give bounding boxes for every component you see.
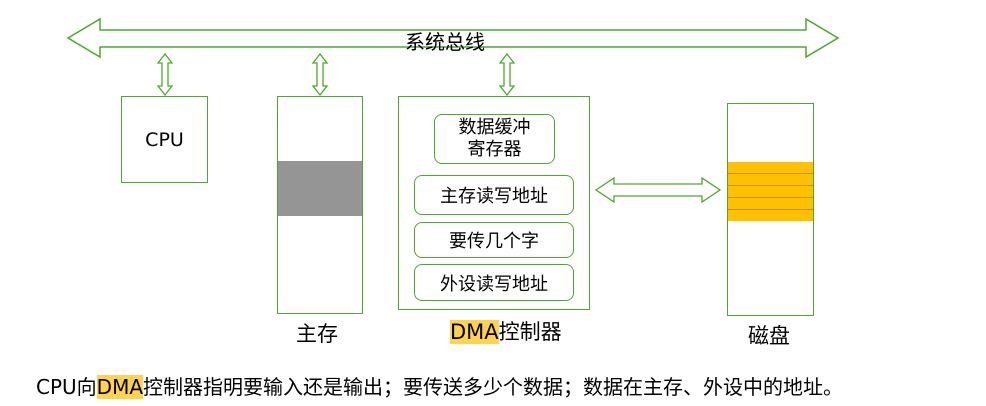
data-buffer-register-line2: 寄存器	[467, 139, 522, 160]
memory-address-register-label: 主存读写地址	[440, 186, 548, 207]
disk-block	[728, 162, 813, 221]
device-address-register: 外设读写地址	[414, 264, 574, 301]
memory-bus-connector	[311, 52, 329, 97]
dma-bus-connector	[498, 52, 516, 97]
caption-dma-highlight: DMA	[96, 375, 144, 399]
system-bus-label: 系统总线	[405, 30, 485, 54]
disk-label: 磁盘	[748, 324, 790, 348]
dma-controller-suffix: 控制器	[498, 320, 562, 344]
cpu-box: CPU	[121, 96, 208, 183]
dma-controller-label: DMA控制器	[450, 316, 562, 346]
dma-disk-connector	[594, 176, 722, 204]
memory-address-register: 主存读写地址	[414, 175, 574, 215]
disk-box	[727, 103, 814, 316]
cpu-bus-connector	[156, 52, 174, 97]
word-count-register: 要传几个字	[414, 222, 574, 258]
caption-part1: CPU向	[36, 375, 97, 399]
memory-box	[277, 96, 363, 314]
data-buffer-register: 数据缓冲 寄存器	[434, 114, 555, 164]
caption: CPU向DMA控制器指明要输入还是输出；要传送多少个数据；数据在主存、外设中的地…	[36, 371, 843, 400]
data-buffer-register-line1: 数据缓冲	[458, 117, 531, 138]
dma-highlight: DMA	[450, 320, 499, 344]
word-count-register-label: 要传几个字	[449, 231, 539, 252]
system-bus-arrow	[66, 17, 840, 59]
memory-label: 主存	[296, 322, 338, 346]
device-address-register-label: 外设读写地址	[440, 273, 548, 295]
cpu-label: CPU	[145, 128, 184, 151]
memory-block	[278, 161, 362, 216]
caption-part3: 控制器指明要输入还是输出；要传送多少个数据；数据在主存、外设中的地址。	[143, 375, 844, 399]
